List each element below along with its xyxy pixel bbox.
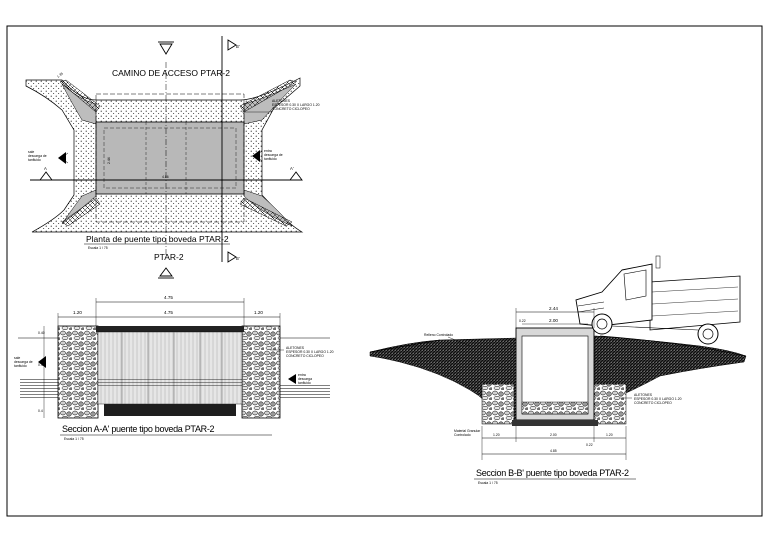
plan-dim-slope: 1.35 [56,72,64,79]
section-marker-a [40,172,52,180]
aa-flow-out: entra descarga tanfluido [298,373,313,385]
aa-dim-left-1: 0.40 [38,331,45,335]
section-marker-top [160,44,172,54]
flow-in-arrow-icon [58,152,66,164]
bb-dim-bottom-right: 1.20 [606,433,613,437]
bb-abutment-note: ALETONES ESPESOR 0.30 X LARGO 1.20 CONCR… [634,393,682,405]
section-aa: 4.75 1.20 4.75 1.20 0.40 0.40 0.4 [14,295,334,441]
bb-vault-base [522,402,588,414]
aa-left-layers [20,378,58,400]
section-b-label-bottom: B' [236,256,240,261]
plan-flow-in: sale descarga de tanfluido [28,150,48,162]
bb-dim-top: 2.44 [549,306,558,311]
section-b-label-top: B' [236,44,240,49]
aa-left-abutment [58,326,98,418]
bb-dim-total: 4.85 [550,449,557,453]
aa-dim-top-mid: 4.75 [164,310,173,315]
plan-view: B' B' A A' sale descarga de tanfluido en… [26,36,320,278]
bb-left-stone [482,384,514,424]
bb-dim-bottom-left: 1.20 [493,433,500,437]
aa-right-abutment [242,326,280,418]
aa-channel-band [98,378,242,388]
aa-flow-in: sale descarga de tanfluido [14,356,34,368]
aa-dim-top-left: 1.20 [73,310,82,315]
aa-dim-top-right: 1.20 [254,310,263,315]
plan-flow-out: entra descarga de tanfluido [264,149,284,161]
bb-caption: Seccion B-B' puente tipo boveda PTAR-2 [476,468,629,478]
plan-bridge-label: PTAR-2 [154,252,184,262]
bb-dim-inner: 2.00 [549,318,558,323]
section-a2-label: A' [290,166,294,171]
section-marker-a2 [290,172,302,180]
aa-flow-out-icon [288,374,296,384]
bb-right-stone [594,384,626,424]
bb-dim-bottom-wall: 0.22 [586,443,593,447]
plan-abutment-note: ALETONES ESPESOR 0.30 X LARGO 1.20 CONCR… [272,99,320,111]
bb-compacted-label: Material Granular Controlado [454,429,481,437]
plan-dim-width: 2.44 [107,157,111,164]
section-a-label: A [44,166,47,171]
plan-dim-length: 4.86 [162,175,169,179]
dump-truck-icon [576,256,740,344]
aa-scale: Escala 1 / 75 [64,437,84,441]
section-bb: 2.44 2.00 0.22 1.20 2.00 1.20 0.22 4.85 … [370,256,746,485]
section-flag-b-top [228,40,236,50]
aa-dim-left-3: 0.4 [38,409,43,413]
section-marker-bottom [160,268,172,276]
aa-vault-fill [98,332,242,404]
bb-fill-label: Relleno Controlado [424,333,453,337]
aa-base-slab [104,404,236,416]
bb-dim-wall: 0.22 [519,319,526,323]
aa-caption: Seccion A-A' puente tipo boveda PTAR-2 [62,424,215,434]
plan-road-label: CAMINO DE ACCESO PTAR-2 [112,68,230,78]
plan-scale: Escala 1 / 75 [88,246,108,250]
aa-abutment-note: ALETONES ESPESOR 0.30 X LARGO 1.20 CONCR… [286,346,334,358]
aa-right-layers [280,384,330,400]
bb-footing [512,420,598,426]
aa-deck-slab [96,326,244,332]
aa-dim-overall: 4.75 [164,295,173,300]
section-flag-b-bottom [228,252,236,262]
bb-dim-bottom-mid: 2.00 [550,433,557,437]
bb-scale: Escala 1 / 75 [478,481,498,485]
plan-caption: Planta de puente tipo boveda PTAR-2 [86,234,229,244]
